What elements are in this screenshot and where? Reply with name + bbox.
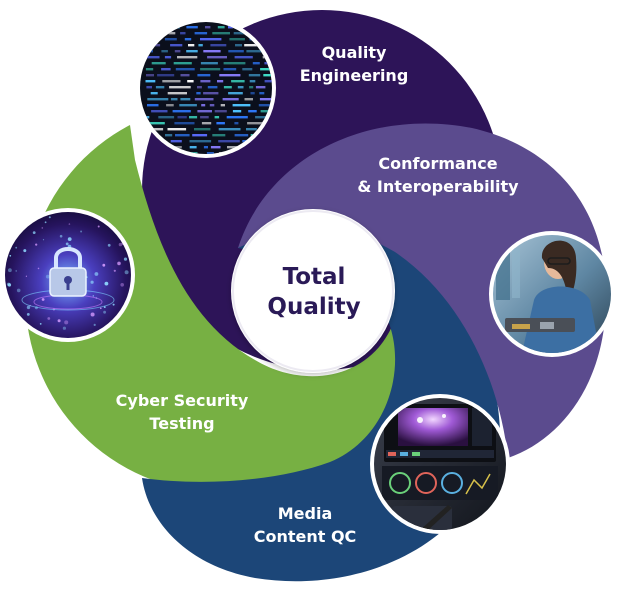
center-title-line1: Total (283, 264, 346, 290)
media-editing-photo (370, 394, 510, 534)
segment-conformance (238, 123, 607, 459)
label-cyber-security-line2: Testing (149, 414, 214, 433)
padlock-icon (54, 247, 82, 268)
label-conformance-line2: & Interoperability (357, 177, 519, 196)
center-circle (231, 209, 395, 373)
engineer-photo (489, 231, 615, 357)
center-circle-shade (232, 210, 394, 372)
center-title-line2: Quality (267, 294, 360, 320)
label-media-qc-line2: Content QC (254, 527, 357, 546)
segment-cyber-security (25, 125, 412, 493)
label-quality-engineering-line2: Engineering (300, 66, 409, 85)
padlock-photo (1, 208, 135, 342)
code-screen-photo (136, 18, 276, 158)
label-quality-engineering-line1: Quality (322, 43, 387, 62)
label-conformance-line1: Conformance (378, 154, 497, 173)
label-media-qc-line1: Media (278, 504, 333, 523)
label-cyber-security-line1: Cyber Security (116, 391, 249, 410)
